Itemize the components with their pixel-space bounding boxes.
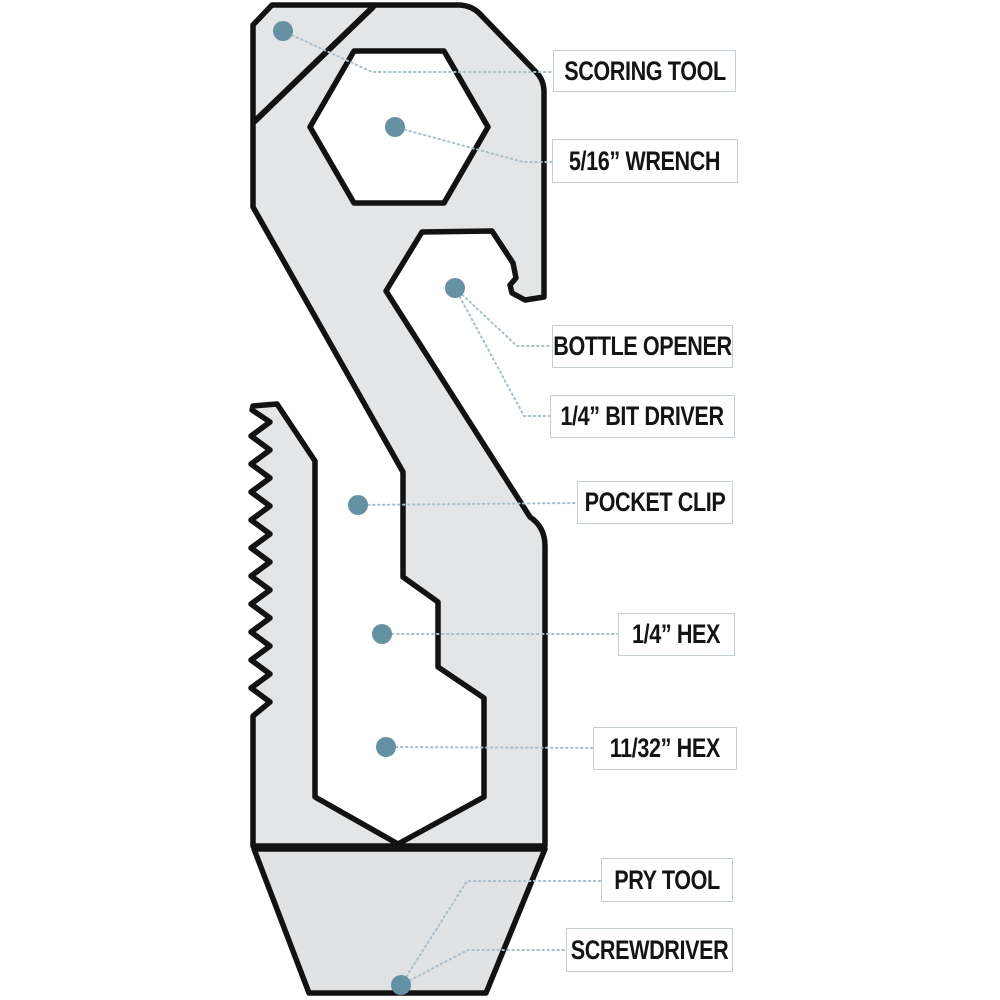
callout-dot-hex-11-32	[376, 737, 396, 757]
callout-dot-wrench	[385, 117, 405, 137]
label-bottle-opener: BOTTLE OPENER	[552, 325, 733, 368]
callout-dot-bottle-opener-bit-driver	[445, 278, 465, 298]
tool-body-shape	[248, 2, 548, 849]
callout-dot-hex-quarter	[372, 624, 392, 644]
leader-pry-tool	[400, 880, 602, 986]
pry-tool-shape	[251, 846, 548, 996]
label-screwdriver: SCREWDRIVER	[566, 928, 733, 972]
label-hex-quarter-text: 1/4” HEX	[632, 619, 721, 649]
label-wrench: 5/16” WRENCH	[552, 139, 738, 183]
label-hex-11-32-text: 11/32” HEX	[609, 733, 721, 763]
leader-bit-driver	[454, 287, 551, 417]
label-wrench-text: 5/16” WRENCH	[569, 145, 721, 176]
label-scoring-tool: SCORING TOOL	[553, 50, 736, 92]
leader-hex-11-32	[385, 746, 594, 749]
leader-wrench	[394, 126, 553, 163]
label-screwdriver-text: SCREWDRIVER	[570, 934, 729, 965]
label-hex-11-32: 11/32” HEX	[593, 727, 737, 770]
label-pry-tool: PRY TOOL	[601, 858, 733, 902]
label-pocket-clip: POCKET CLIP	[577, 481, 733, 524]
scoring-edge-line	[252, 4, 376, 124]
leader-bottle-opener	[454, 287, 553, 347]
label-hex-quarter: 1/4” HEX	[618, 613, 735, 656]
label-pry-tool-text: PRY TOOL	[614, 864, 720, 895]
label-bit-driver-text: 1/4” BIT DRIVER	[560, 401, 725, 431]
callout-dot-scoring-tool	[273, 21, 293, 41]
callout-dot-pocket-clip	[348, 495, 368, 515]
leader-screwdriver	[400, 949, 567, 986]
label-pocket-clip-text: POCKET CLIP	[584, 487, 726, 517]
label-bottle-opener-text: BOTTLE OPENER	[553, 331, 732, 361]
label-bit-driver: 1/4” BIT DRIVER	[550, 395, 735, 438]
leader-pocket-clip	[357, 502, 578, 506]
label-scoring-tool-text: SCORING TOOL	[563, 55, 726, 86]
callout-dot-screwdriver-tip	[391, 975, 411, 995]
